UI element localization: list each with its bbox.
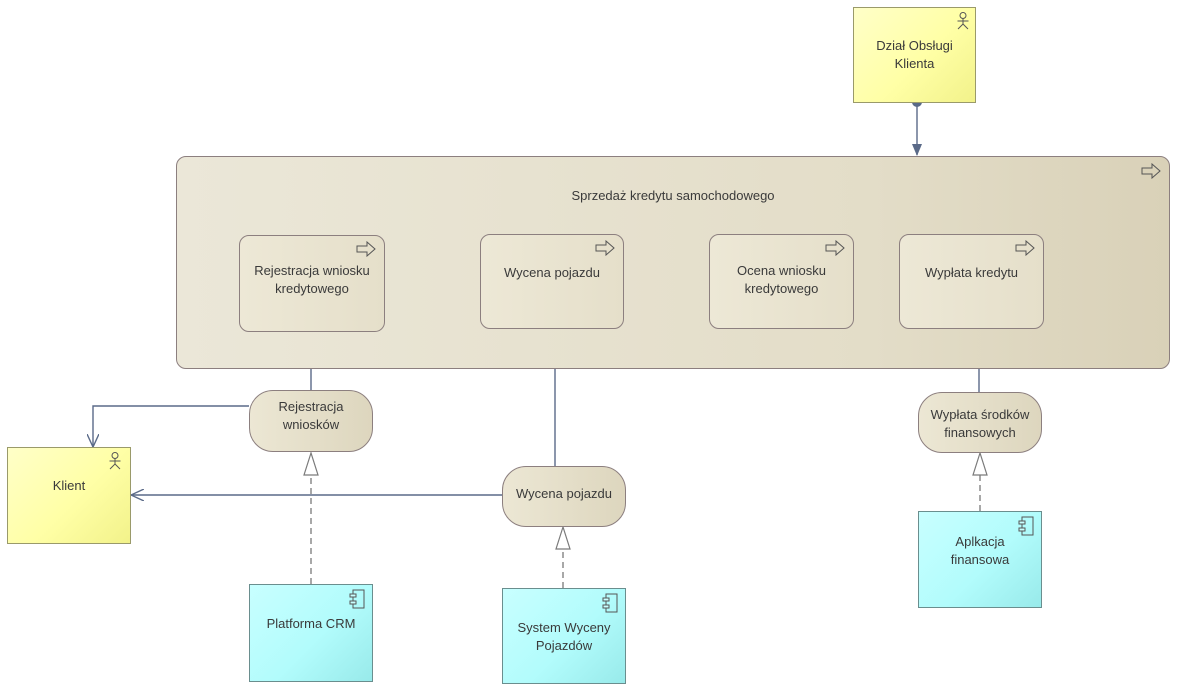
service-registration-label: Rejestracja wniosków [278,399,344,432]
process-valuation[interactable]: Wycena pojazdu [480,234,624,329]
component-valuation-system-label: System Wyceny Pojazdów [517,620,611,653]
process-registration-label: Rejestracja wniosku kredytowego [254,262,370,296]
actor-icon [109,452,121,470]
process-valuation-label: Wycena pojazdu [504,264,600,280]
service-registration[interactable]: Rejestracja wniosków [249,390,373,452]
process-group-title: Sprzedaż kredytu samochodowego [571,188,775,203]
component-icon [1018,516,1034,536]
service-payout-label: Wypłata środków finansowych [930,406,1030,440]
component-icon [349,589,365,609]
actor-icon [957,12,969,30]
service-payout[interactable]: Wypłata środków finansowych [918,392,1042,453]
component-finance-app[interactable]: Aplkacja finansowa [918,511,1042,608]
process-arrow-icon [1015,240,1035,256]
customer-service-label: Dział Obsługi Klienta [876,38,953,71]
assignment-connector [912,97,922,156]
process-arrow-icon [1141,163,1161,179]
process-arrow-icon [825,240,845,256]
component-valuation-system[interactable]: System Wyceny Pojazdów [502,588,626,684]
realization-valuation-system-head [555,525,571,550]
process-assessment[interactable]: Ocena wniosku kredytowego [709,234,854,329]
serving-registration-client [93,405,249,447]
customer-service-actor[interactable]: Dział Obsługi Klienta [853,7,976,103]
process-payout-label: Wypłata kredytu [924,264,1019,280]
process-registration[interactable]: Rejestracja wniosku kredytowego [239,235,385,332]
component-finance-app-label: Aplkacja finansowa [950,533,1010,567]
component-crm[interactable]: Platforma CRM [249,584,373,682]
process-arrow-icon [595,240,615,256]
component-icon [602,593,618,613]
process-arrow-icon [356,241,376,257]
component-crm-label: Platforma CRM [266,616,356,631]
process-payout[interactable]: Wypłata kredytu [899,234,1044,329]
realization-crm-head [303,451,319,476]
service-valuation-label: Wycena pojazdu [516,485,612,501]
client-actor[interactable]: Klient [7,447,131,544]
client-label: Klient [52,477,86,493]
realization-finance-app-head [972,451,988,476]
process-assessment-label: Ocena wniosku kredytowego [737,262,826,296]
service-valuation[interactable]: Wycena pojazdu [502,466,626,527]
